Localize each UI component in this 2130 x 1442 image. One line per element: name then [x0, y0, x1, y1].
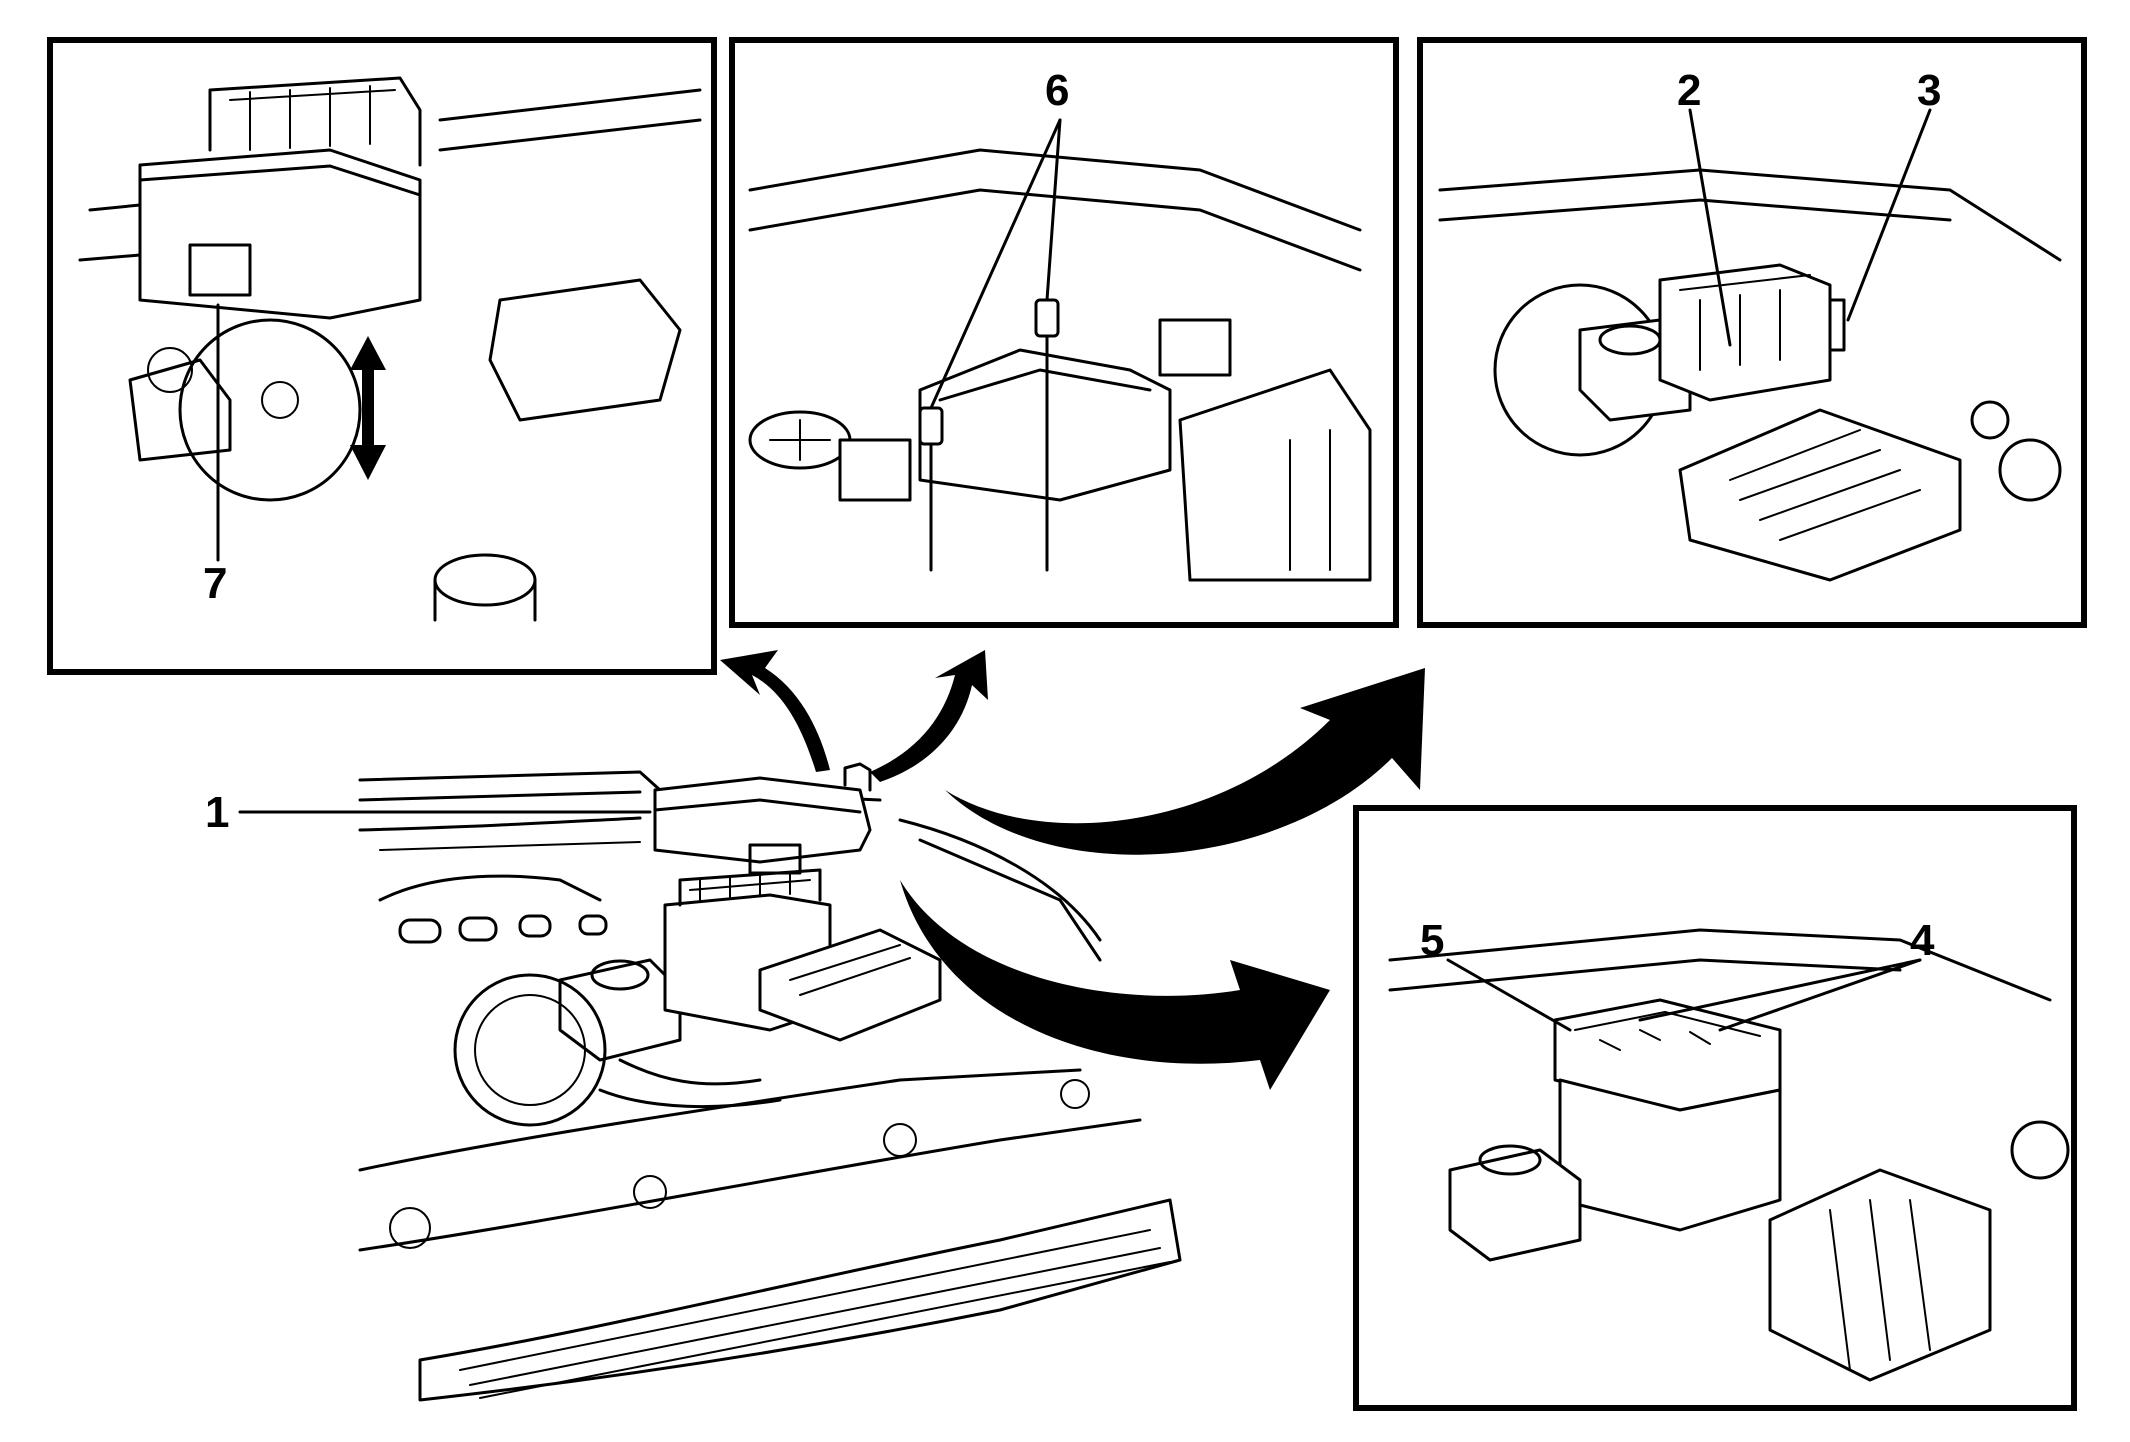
- detail-view-4-5: 4 5: [1353, 805, 2077, 1411]
- callout-1-group: 1: [205, 788, 652, 837]
- main-engine-bay-view: [358, 762, 1182, 1402]
- detail-view-2-3: 2 3: [1417, 37, 2087, 628]
- detail-view-7: 7: [47, 37, 717, 675]
- callout-7: 7: [203, 559, 227, 608]
- arrow-to-view-7: [720, 650, 830, 772]
- up-down-arrow: [350, 336, 386, 480]
- arrow-to-view-4-5: [900, 880, 1330, 1090]
- arrow-to-view-6: [870, 650, 988, 782]
- callout-5: 5: [1420, 916, 1444, 965]
- callout-2: 2: [1677, 66, 1701, 115]
- fuse-block-cover: [653, 776, 872, 864]
- callout-3: 3: [1917, 66, 1941, 115]
- fuse-block-installed: [1658, 263, 1832, 402]
- callout-1: 1: [205, 788, 229, 837]
- bolt-right: [1034, 298, 1060, 572]
- arrow-to-view-2-3: [945, 668, 1425, 855]
- callout-6: 6: [1045, 66, 1069, 115]
- detail-view-6: 6: [729, 37, 1399, 628]
- callout-4: 4: [1910, 916, 1935, 965]
- flow-arrows: [720, 650, 1425, 1090]
